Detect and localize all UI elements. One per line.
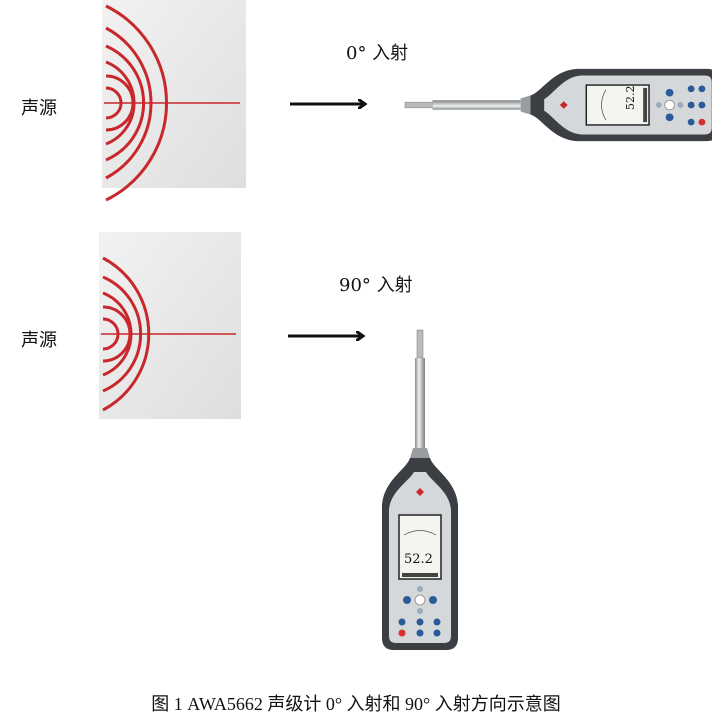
sound-source-waves-2 <box>99 232 241 419</box>
source-label-1: 声源 <box>21 98 57 119</box>
incidence-label-0deg: 0° 入射 <box>346 43 409 64</box>
incidence-label-90deg: 90° 入射 <box>339 275 413 296</box>
sound-source-waves-1 <box>102 0 246 202</box>
figure-caption: 图 1 AWA5662 声级计 0° 入射和 90° 入射方向示意图 <box>151 694 561 714</box>
sound-level-meter-horizontal <box>404 68 712 142</box>
sound-level-meter-vertical <box>381 329 459 651</box>
meter-reading-1: 52.2 <box>624 86 637 111</box>
meter-reading-2: 52.2 <box>404 552 433 567</box>
source-label-2: 声源 <box>21 330 57 351</box>
